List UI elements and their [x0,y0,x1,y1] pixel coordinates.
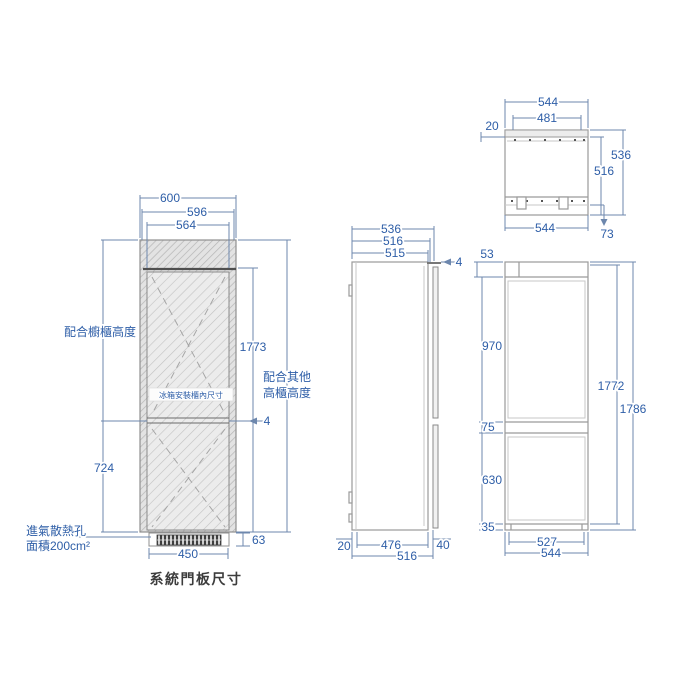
dim-481 [512,115,582,130]
dim-bottom-476 [356,532,429,548]
front-feet [510,524,583,530]
divider-gap-arrow [249,417,257,425]
dim-536-top-label: 536 [611,148,631,162]
hinge-notch-bottom [348,491,353,504]
dim-width-544f [504,532,589,556]
fridge-front-view: 53 970 75 630 35 1772 1786 527 544 [474,245,648,562]
front-middle-gap [505,421,588,434]
dim-depth-515-label: 515 [385,246,405,260]
dim-top-544-label: 544 [538,95,558,109]
dim-bottom-40-label: 40 [436,538,450,552]
dim-vent-width-450 [148,548,229,559]
vent-note-line2: 面積200cm² [26,538,90,553]
dim-front-left [479,277,503,531]
niche-label-box [148,387,234,402]
hinge-notch-lower [348,513,353,523]
dim-450-label: 450 [178,547,198,561]
vent-note-line1: 進氣散熱孔 [26,523,86,538]
dim-width-596-label: 596 [187,205,207,219]
dim-481-label: 481 [537,111,557,125]
niche-divider [147,417,229,424]
front-body [504,261,589,531]
dim-bottom-20-label: 20 [337,539,351,553]
dim-depth-515 [351,250,429,262]
dim-width-600 [139,195,237,238]
door-swing-upper [151,276,226,415]
door-panel-upper [432,266,439,419]
dim-cabinet-height [101,239,147,533]
mounting-hook-right [558,196,569,210]
dim-bottom-516-label: 516 [397,549,417,563]
dim-724-label: 724 [94,461,114,475]
top-door-strip [504,129,589,138]
dim-width-564 [146,222,230,268]
other-height-label-2: 高櫃高度 [263,385,311,400]
upper-door-inner [507,280,586,419]
dim-vent-height-63 [236,532,250,547]
fridge-side-view: 536 516 515 4 20 476 516 40 [336,220,465,565]
dim-top-53 [474,261,503,278]
door-swing-lower [151,428,226,528]
dim-970-label: 970 [482,339,502,353]
diagram-caption: 系統門板尺寸 [150,571,243,587]
dim-bottom-544-top-label: 544 [535,221,555,235]
dim-depth-536-top [590,129,626,216]
door-gap-arrow [443,258,451,266]
niche-label: 冰箱安裝櫃內尺寸 [159,390,223,400]
lower-door-inner [507,436,586,521]
dim-bottom-516 [351,530,434,559]
dim-73-label: 73 [600,227,614,241]
other-height-label-1: 配合其他 [263,369,311,384]
mounting-hook-left [516,196,527,210]
dim-20-top-label: 20 [485,119,499,133]
cabinet-front-view: 冰箱安裝櫃內尺寸 600 596 564 配合櫥櫃高度 724 1773 4 配… [24,189,313,587]
dim-20-top [480,132,505,142]
dim-gap-4-label: 4 [264,414,271,428]
dim-inner-height-1773 [236,267,291,533]
door-panel-lower [432,424,439,529]
dim-top-53-label: 53 [480,247,494,261]
fridge-top-view: 544 481 20 516 536 544 73 [480,93,633,243]
dim-516-top-label: 516 [594,164,614,178]
dim-1786-label: 1786 [620,402,647,416]
cabinet-height-label: 配合櫥櫃高度 [64,324,136,339]
dim-other-height [238,239,291,532]
dim-73-arrow [600,219,608,226]
dim-width-600-label: 600 [160,191,180,205]
dim-width-564-label: 564 [176,218,196,232]
dim-width-527 [508,532,585,545]
dim-depth-516-label: 516 [383,234,403,248]
dim-1772-label: 1772 [598,379,625,393]
dim-1773-label: 1773 [240,340,267,354]
dim-height-1786 [590,261,636,531]
dim-top-544 [504,99,589,128]
dim-bottom-544-top [504,215,589,231]
dim-bottom-476-label: 476 [381,538,401,552]
dim-544f-label: 544 [541,546,561,560]
dim-63-label: 63 [252,533,266,547]
side-body [351,261,429,531]
dim-35-label: 35 [481,520,495,534]
dim-527-label: 527 [537,535,557,549]
hinge-notch-top [348,284,353,297]
dim-width-596 [141,209,235,240]
dim-height-1772 [590,264,620,525]
dim-depth-536-label: 536 [381,222,401,236]
dim-630-label: 630 [482,473,502,487]
dim-door-gap-label: 4 [456,255,463,269]
dim-75-label: 75 [481,420,495,434]
